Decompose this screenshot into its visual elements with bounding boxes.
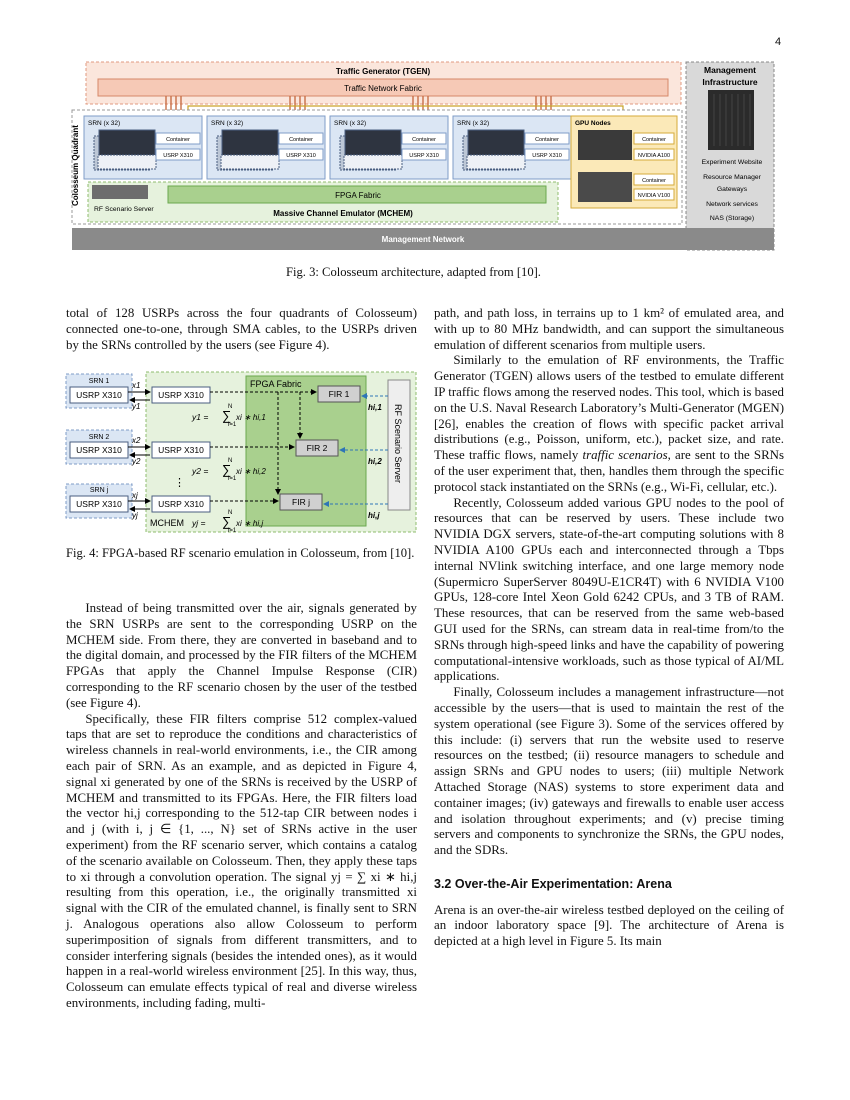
management-network: Management Network xyxy=(382,235,465,244)
left-paragraph-2: Instead of being transmitted over the ai… xyxy=(66,601,417,710)
svg-text:Container: Container xyxy=(642,137,666,143)
svg-text:N: N xyxy=(228,510,232,516)
mgmt-item-4: NAS (Storage) xyxy=(710,215,754,222)
traffic-fabric: Traffic Network Fabric xyxy=(344,84,422,93)
left-paragraph-1: total of 128 USRPs across the four quadr… xyxy=(66,306,417,352)
svg-text:∑: ∑ xyxy=(222,462,231,477)
quadrant-label: Colosseum Quadrant xyxy=(71,125,80,206)
svg-text:USRP X310: USRP X310 xyxy=(158,499,204,509)
svg-text:hi,1: hi,1 xyxy=(368,403,382,412)
mgmt-title-2: Infrastructure xyxy=(702,77,758,87)
left-column-top: total of 128 USRPs across the four quadr… xyxy=(66,306,417,353)
svg-text:SRN (x 32): SRN (x 32) xyxy=(457,120,489,127)
fig4-srn-j: SRN j USRP X310 USRP X310 xj yj FIR j hi… xyxy=(65,483,380,534)
svg-text:FIR 2: FIR 2 xyxy=(307,443,328,453)
svg-text:yj =: yj = xyxy=(191,518,206,528)
mchem-label: Massive Channel Emulator (MCHEM) xyxy=(273,209,413,218)
section-heading-3-2: 3.2 Over-the-Air Experimentation: Arena xyxy=(434,876,672,891)
right-paragraph-5: Arena is an over-the-air wireless testbe… xyxy=(434,902,784,949)
svg-text:NVIDIA V100: NVIDIA V100 xyxy=(638,193,670,199)
left-paragraph-3: Specifically, these FIR filters comprise… xyxy=(66,711,417,1010)
svg-text:y1: y1 xyxy=(131,402,140,411)
mgmt-item-0: Experiment Website xyxy=(702,159,763,166)
svg-text:USRP X310: USRP X310 xyxy=(158,390,204,400)
svg-text:i=1: i=1 xyxy=(228,422,237,428)
svg-text:FIR 1: FIR 1 xyxy=(329,389,350,399)
svg-text:SRN j: SRN j xyxy=(90,487,109,494)
svg-text:Container: Container xyxy=(166,137,190,143)
svg-text:GPU Nodes: GPU Nodes xyxy=(575,120,611,127)
svg-text:Container: Container xyxy=(642,178,666,184)
figure-3-caption: Fig. 3: Colosseum architecture, adapted … xyxy=(286,265,541,279)
fig4-fpga-fabric: FPGA Fabric xyxy=(250,379,302,389)
svg-text:y2: y2 xyxy=(131,457,141,466)
right-paragraph-3: Recently, Colosseum added various GPU no… xyxy=(434,495,784,684)
rf-scenario-server: RF Scenario Server xyxy=(94,206,154,213)
svg-text:∑: ∑ xyxy=(222,408,231,423)
fig4-rf-server: RF Scenario Server xyxy=(393,404,403,483)
svg-text:y1 =: y1 = xyxy=(191,412,208,422)
svg-text:USRP X310: USRP X310 xyxy=(158,445,204,455)
traffic-scenarios-emphasis: traffic scenarios xyxy=(582,448,668,463)
tgen-title: Traffic Generator (TGEN) xyxy=(336,67,431,76)
fig4-srn-2: SRN 2 USRP X310 USRP X310 x2 y2 FIR 2 hi… xyxy=(65,429,382,482)
svg-text:N: N xyxy=(228,458,232,464)
fig4-vdots: ⋮ xyxy=(174,477,185,489)
right-paragraph-2: Similarly to the emulation of RF environ… xyxy=(434,353,784,494)
svg-text:SRN 1: SRN 1 xyxy=(89,378,110,385)
mgmt-title-1: Management xyxy=(704,65,756,75)
figure-4-fpga-emulation: FPGA Fabric MCHEM RF Scenario Server SRN… xyxy=(65,371,417,534)
mgmt-item-1: Resource Manager xyxy=(703,174,762,181)
srn-box-4: SRN (x 32) Container USRP X310 xyxy=(452,115,572,180)
srn-box-3: SRN (x 32) Container USRP X310 xyxy=(329,115,449,180)
right-paragraph-1: path, and path loss, in terrains up to 1… xyxy=(434,306,784,352)
svg-text:xi ∗ hi,2: xi ∗ hi,2 xyxy=(235,467,266,476)
svg-text:FIR j: FIR j xyxy=(292,497,310,507)
svg-text:∑: ∑ xyxy=(222,514,231,529)
svg-text:USRP X310: USRP X310 xyxy=(76,499,122,509)
svg-text:xi ∗ hi,1: xi ∗ hi,1 xyxy=(235,413,266,422)
svg-text:x1: x1 xyxy=(131,381,140,390)
left-column-body: Instead of being transmitted over the ai… xyxy=(66,601,417,1012)
svg-text:xj: xj xyxy=(131,491,138,500)
svg-text:Container: Container xyxy=(412,137,436,143)
fig4-srn-1: SRN 1 USRP X310 USRP X310 x1 y1 FIR 1 hi… xyxy=(65,373,382,428)
right-paragraph-4: Finally, Colosseum includes a management… xyxy=(434,685,784,858)
svg-text:Container: Container xyxy=(289,137,313,143)
svg-text:hi,j: hi,j xyxy=(368,511,380,520)
srn-box-1: SRN (x 32) Container USRP X310 xyxy=(83,115,203,180)
svg-text:USRP X310: USRP X310 xyxy=(286,153,316,159)
svg-text:yj: yj xyxy=(131,511,138,520)
svg-text:Container: Container xyxy=(535,137,559,143)
mgmt-item-3: Network services xyxy=(706,201,758,208)
svg-text:USRP X310: USRP X310 xyxy=(163,153,193,159)
fig4-mchem: MCHEM xyxy=(150,518,184,528)
gpu-nodes-box: GPU Nodes Container NVIDIA A100 Containe… xyxy=(570,115,678,209)
fpga-fabric: FPGA Fabric xyxy=(335,191,381,200)
svg-text:USRP X310: USRP X310 xyxy=(76,445,122,455)
right-column: path, and path loss, in terrains up to 1… xyxy=(434,306,784,950)
svg-text:xi ∗ hi,j: xi ∗ hi,j xyxy=(235,519,263,528)
mgmt-item-2: Gateways xyxy=(717,186,748,193)
svg-text:USRP X310: USRP X310 xyxy=(532,153,562,159)
svg-text:SRN (x 32): SRN (x 32) xyxy=(211,120,243,127)
figure-4-caption: Fig. 4: FPGA-based RF scenario emulation… xyxy=(66,546,415,560)
srn-label: SRN (x 32) xyxy=(88,120,120,127)
svg-text:N: N xyxy=(228,404,232,410)
svg-text:hi,2: hi,2 xyxy=(368,457,382,466)
figure-3-architecture: Management Infrastructure Experiment Web… xyxy=(71,61,775,251)
svg-text:i=1: i=1 xyxy=(228,528,237,534)
svg-text:USRP X310: USRP X310 xyxy=(409,153,439,159)
svg-text:y2 =: y2 = xyxy=(191,466,208,476)
svg-text:SRN 2: SRN 2 xyxy=(89,434,110,441)
srn-box-2: SRN (x 32) Container USRP X310 xyxy=(206,115,326,180)
page-number: 4 xyxy=(775,36,782,48)
svg-text:USRP X310: USRP X310 xyxy=(76,390,122,400)
svg-text:x2: x2 xyxy=(131,436,141,445)
svg-text:SRN (x 32): SRN (x 32) xyxy=(334,120,366,127)
svg-text:i=1: i=1 xyxy=(228,476,237,482)
svg-text:NVIDIA A100: NVIDIA A100 xyxy=(638,153,670,159)
